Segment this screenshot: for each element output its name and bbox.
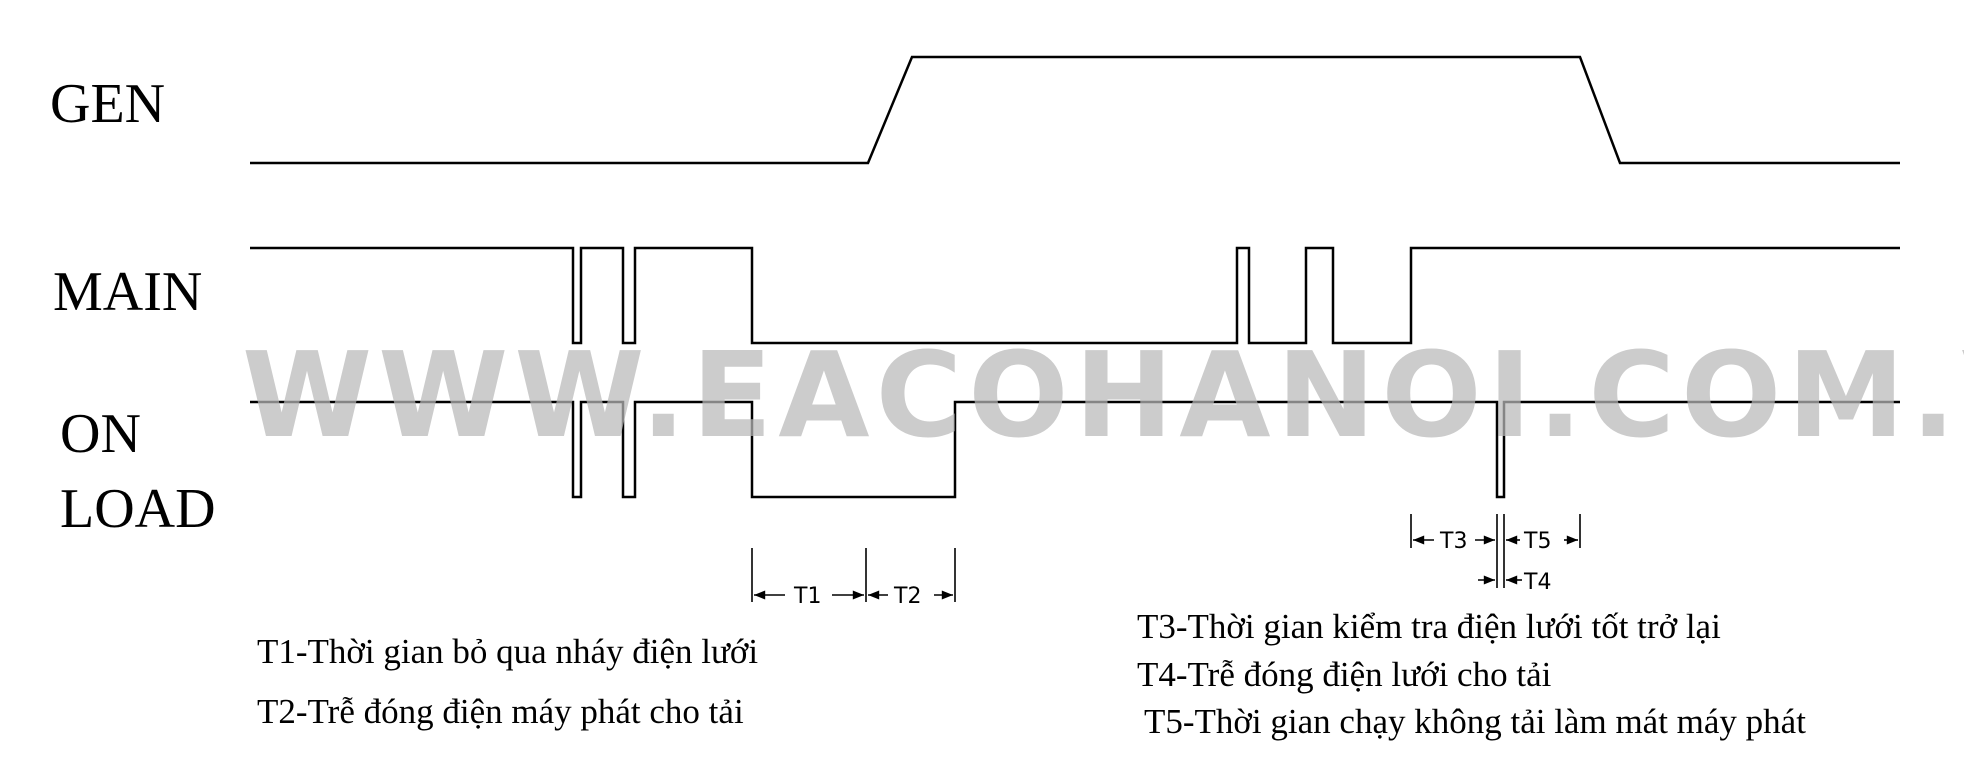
on-load-label-line2: LOAD bbox=[60, 478, 216, 540]
on-load-waveform bbox=[250, 400, 1900, 499]
legend-t2: T2-Trễ đóng điện máy phát cho tải bbox=[257, 692, 744, 731]
gen-waveform bbox=[250, 55, 1900, 165]
t3-interval-label: T3 bbox=[1439, 529, 1467, 554]
t5-interval-label: T5 bbox=[1523, 529, 1551, 554]
legend-t1: T1-Thời gian bỏ qua nháy điện lưới bbox=[257, 632, 758, 671]
t2-interval-label: T2 bbox=[893, 584, 921, 609]
legend-t4: T4-Trễ đóng điện lưới cho tải bbox=[1137, 655, 1552, 694]
t1-t2-dimension bbox=[751, 548, 956, 602]
main-waveform bbox=[250, 246, 1900, 345]
main-label: MAIN bbox=[53, 261, 202, 323]
t4-interval-label: T4 bbox=[1523, 570, 1551, 595]
gen-label: GEN bbox=[50, 73, 165, 135]
t3-t4-t5-dimension bbox=[1410, 514, 1581, 588]
on-load-label-line1: ON bbox=[60, 403, 141, 465]
legend-t3: T3-Thời gian kiểm tra điện lưới tốt trở … bbox=[1137, 607, 1721, 646]
legend-t5: T5-Thời gian chạy không tải làm mát máy … bbox=[1144, 702, 1806, 741]
t1-interval-label: T1 bbox=[793, 584, 821, 609]
watermark: WWW.EACOHANOI.COM.VN bbox=[242, 326, 1964, 464]
